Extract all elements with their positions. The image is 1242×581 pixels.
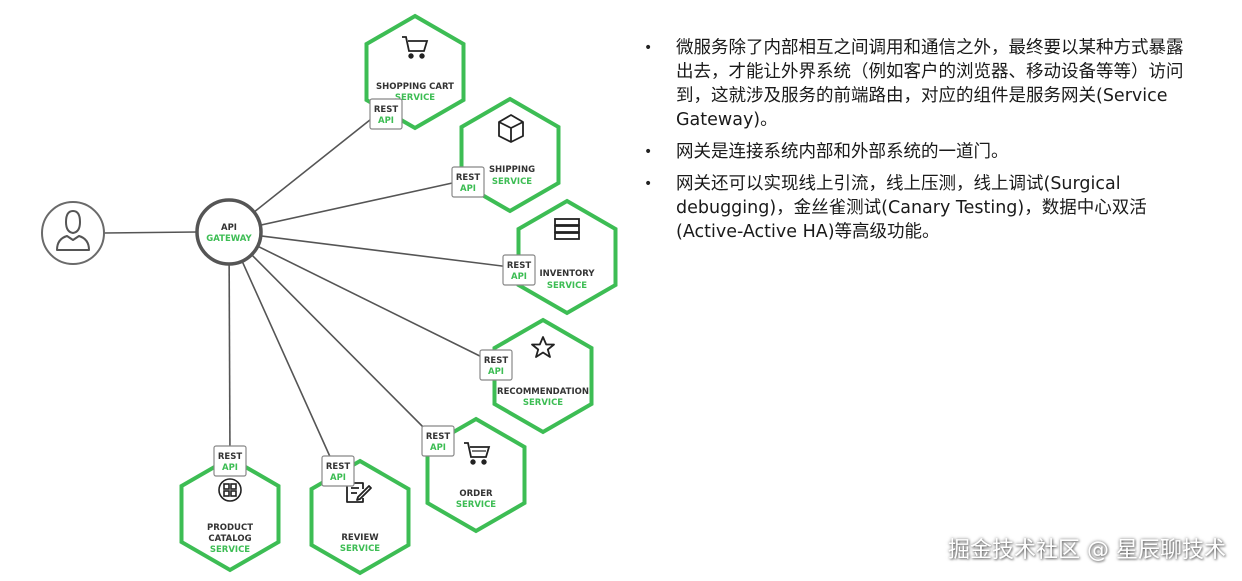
service-sub-label: SERVICE (395, 93, 435, 103)
service-sub-label: SERVICE (210, 545, 250, 555)
api-label: API (378, 116, 394, 126)
bullet-icon: • (644, 144, 653, 160)
rest-api-badge: REST API (479, 349, 513, 381)
connection-line (228, 231, 495, 364)
rest-api-badge: REST API (321, 455, 355, 487)
service-review: REVIEW SERVICE REST API (309, 455, 411, 576)
service-order: ORDER SERVICE REST API (421, 416, 527, 534)
service-sub-label: SERVICE (523, 398, 563, 408)
rest-label: REST (218, 452, 242, 462)
rest-api-badge: REST API (213, 445, 247, 477)
rest-api-badge: REST API (369, 98, 403, 130)
service-label: RECOMMENDATION (497, 387, 589, 397)
architecture-diagram: API GATEWAY SHOPPING CART SERVICE REST A… (41, 13, 618, 576)
service-label: REVIEW (341, 533, 379, 543)
rest-label: REST (507, 261, 531, 271)
star-icon (531, 336, 555, 358)
connection-line (228, 179, 467, 233)
service-label: PRODUCT (207, 523, 253, 533)
note-item: • 微服务除了内部相互之间调用和通信之外，最终要以某种方式暴露出去，才能让外界系… (640, 36, 1200, 132)
service-label: SHIPPING (489, 165, 535, 175)
service-hexagon (492, 317, 594, 435)
service-sub-label: SERVICE (547, 281, 587, 291)
note-item: • 网关是连接系统内部和外部系统的一道门。 (640, 140, 1200, 164)
gateway-label-line1: API (221, 223, 237, 233)
service-shipping: SHIPPING SERVICE REST API (451, 96, 561, 214)
rest-label: REST (326, 462, 350, 472)
connection-line (103, 231, 198, 234)
user-icon (56, 210, 90, 251)
service-hexagon (459, 96, 561, 214)
rest-api-badge: REST API (421, 425, 455, 457)
connection-line (228, 231, 337, 471)
cart-icon (464, 442, 491, 465)
service-sub-label: SERVICE (456, 500, 496, 510)
connection-line (228, 231, 437, 441)
api-label: API (330, 473, 346, 483)
service-hexagon (309, 458, 411, 576)
rest-label: REST (484, 356, 508, 366)
service-label: ORDER (459, 489, 493, 499)
api-label: API (488, 367, 504, 377)
connection-line (228, 231, 519, 269)
note-text: 网关是连接系统内部和外部系统的一道门。 (676, 142, 1009, 162)
service-recommendation: RECOMMENDATION SERVICE REST API (479, 317, 594, 435)
services: SHOPPING CART SERVICE REST API SHIPPING … (179, 13, 618, 576)
rest-api-badge: REST API (502, 254, 536, 286)
connection-line (228, 231, 231, 461)
package-icon (498, 114, 524, 143)
gateway-label-line2: GATEWAY (206, 234, 252, 244)
service-label: SHOPPING CART (376, 82, 454, 92)
service-shopping-cart: SHOPPING CART SERVICE REST API (364, 13, 466, 131)
api-label: API (430, 443, 446, 453)
note-text: 网关还可以实现线上引流，线上压测，线上调试(Surgical debugging… (676, 174, 1147, 242)
api-label: API (511, 272, 527, 282)
note-text: 微服务除了内部相互之间调用和通信之外，最终要以某种方式暴露出去，才能让外界系统（… (676, 38, 1184, 130)
api-label: API (222, 463, 238, 473)
connection-lines (103, 107, 519, 471)
service-sub-label: SERVICE (340, 544, 380, 554)
rest-label: REST (456, 173, 480, 183)
watermark: 掘金技术社区 @ 星辰聊技术 (948, 538, 1226, 563)
service-hexagon (179, 455, 281, 573)
service-inventory: INVENTORY SERVICE REST API (502, 198, 618, 316)
user-node (41, 201, 105, 265)
note-item: • 网关还可以实现线上引流，线上压测，线上调试(Surgical debuggi… (640, 172, 1200, 244)
service-sub-label: SERVICE (492, 177, 532, 187)
service-label: INVENTORY (539, 269, 595, 279)
shopping-cart-icon (402, 36, 429, 59)
service-product-catalog: PRODUCT CATALOG SERVICE REST API (179, 445, 281, 573)
stack-icon (554, 218, 580, 240)
bullet-icon: • (644, 176, 653, 192)
api-gateway-node: API GATEWAY (195, 198, 263, 266)
bullet-icon: • (644, 40, 653, 56)
grid-icon (218, 478, 242, 502)
notes-list: • 微服务除了内部相互之间调用和通信之外，最终要以某种方式暴露出去，才能让外界系… (640, 36, 1200, 252)
service-hexagon (516, 198, 618, 316)
rest-label: REST (426, 432, 450, 442)
rest-api-badge: REST API (451, 166, 485, 198)
rest-label: REST (374, 105, 398, 115)
api-label: API (460, 184, 476, 194)
service-label-line2: CATALOG (208, 534, 251, 544)
